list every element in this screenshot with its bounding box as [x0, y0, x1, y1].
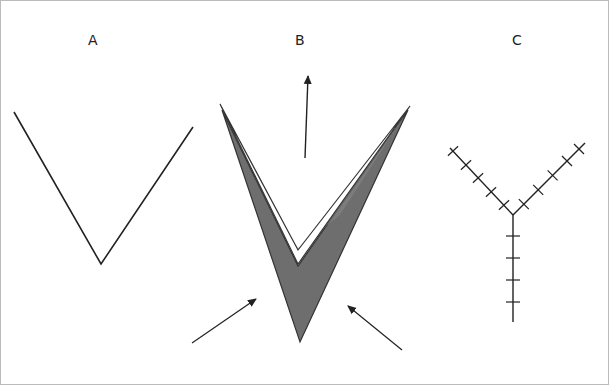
y-closure: [450, 143, 585, 322]
suture-stitches: [448, 144, 584, 302]
panel-label: A: [88, 33, 98, 47]
advance-arrow: [348, 306, 402, 350]
panel-label: B: [295, 33, 305, 47]
v-incision: [14, 112, 193, 264]
advance-arrow: [305, 76, 308, 158]
wound-edge-band: [220, 104, 410, 264]
advance-arrow: [192, 299, 256, 343]
panel-label: C: [512, 33, 522, 47]
